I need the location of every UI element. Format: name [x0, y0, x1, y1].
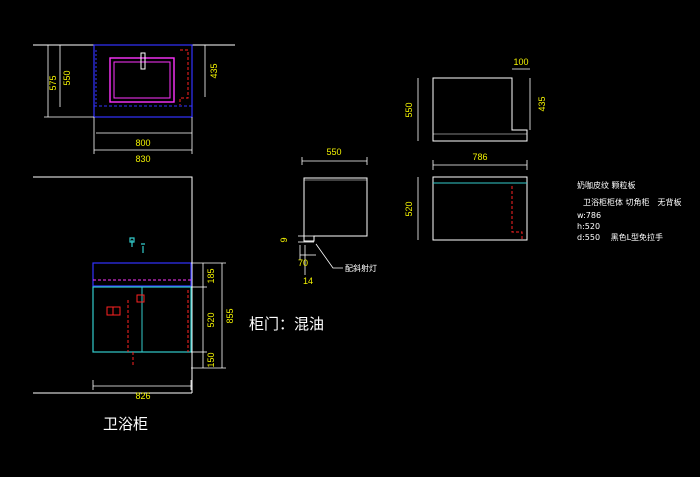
- dim-800: 800: [135, 138, 150, 148]
- tap-handle-icon: [141, 243, 145, 253]
- basin-inner: [113, 61, 171, 99]
- dim-855: 855: [225, 308, 235, 323]
- note-line-2: 卫浴柜柜体 切角柜 无背板: [583, 197, 682, 207]
- dim-185: 185: [206, 268, 216, 283]
- basin-outer: [109, 57, 175, 103]
- counter-outline-top: [93, 44, 193, 118]
- top-view: 575 550 435 800 830: [33, 44, 235, 164]
- counter-front: [92, 262, 192, 287]
- door-material-note: 柜门：混油: [249, 315, 324, 333]
- dim-9: 9: [279, 237, 289, 242]
- dim-520-cabinet: 520: [404, 201, 414, 216]
- cabinet-top-outline: [432, 77, 528, 142]
- callout-leader: [315, 243, 343, 269]
- dim-550-side: 550: [326, 147, 341, 157]
- dim-575: 575: [48, 75, 58, 90]
- hidden-line-top: [179, 49, 189, 105]
- note-line-3: w:786: [577, 211, 601, 220]
- hidden-line-cabinet: [511, 186, 523, 240]
- cabinet-top-view: 100 435 550 786: [404, 57, 547, 170]
- callout-text: 配斜射灯: [345, 263, 377, 273]
- front-view: 185 520 150 855 826 卫浴柜: [33, 176, 235, 433]
- material-notes: 奶咖皮纹 颗粒板 卫浴柜柜体 切角柜 无背板 w:786 h:520 d:550…: [577, 180, 682, 242]
- note-line-4: h:520: [577, 222, 600, 231]
- cabinet-front-outline: [432, 176, 528, 241]
- dim-826: 826: [135, 391, 150, 401]
- dim-520-front: 520: [206, 312, 216, 327]
- side-view: 550 9 70 14 配斜射灯: [279, 147, 377, 286]
- cabinet-front-view: 520: [404, 176, 528, 241]
- note-line-5: d:550 黑色L型免拉手: [577, 232, 663, 242]
- dim-786: 786: [472, 152, 487, 162]
- dim-435-top: 435: [209, 63, 219, 78]
- view-title: 卫浴柜: [103, 415, 148, 433]
- dim-550-top: 550: [62, 70, 72, 85]
- dim-150: 150: [206, 352, 216, 367]
- dim-14: 14: [303, 276, 313, 286]
- dim-70: 70: [298, 258, 308, 268]
- dim-830: 830: [135, 154, 150, 164]
- dim-100: 100: [513, 57, 528, 67]
- faucet-icon: [129, 237, 135, 247]
- dim-435-cabinet: 435: [537, 96, 547, 111]
- note-line-1: 奶咖皮纹 颗粒板: [577, 180, 636, 190]
- dim-550-cabinet: 550: [404, 102, 414, 117]
- faucet-top: [140, 52, 146, 70]
